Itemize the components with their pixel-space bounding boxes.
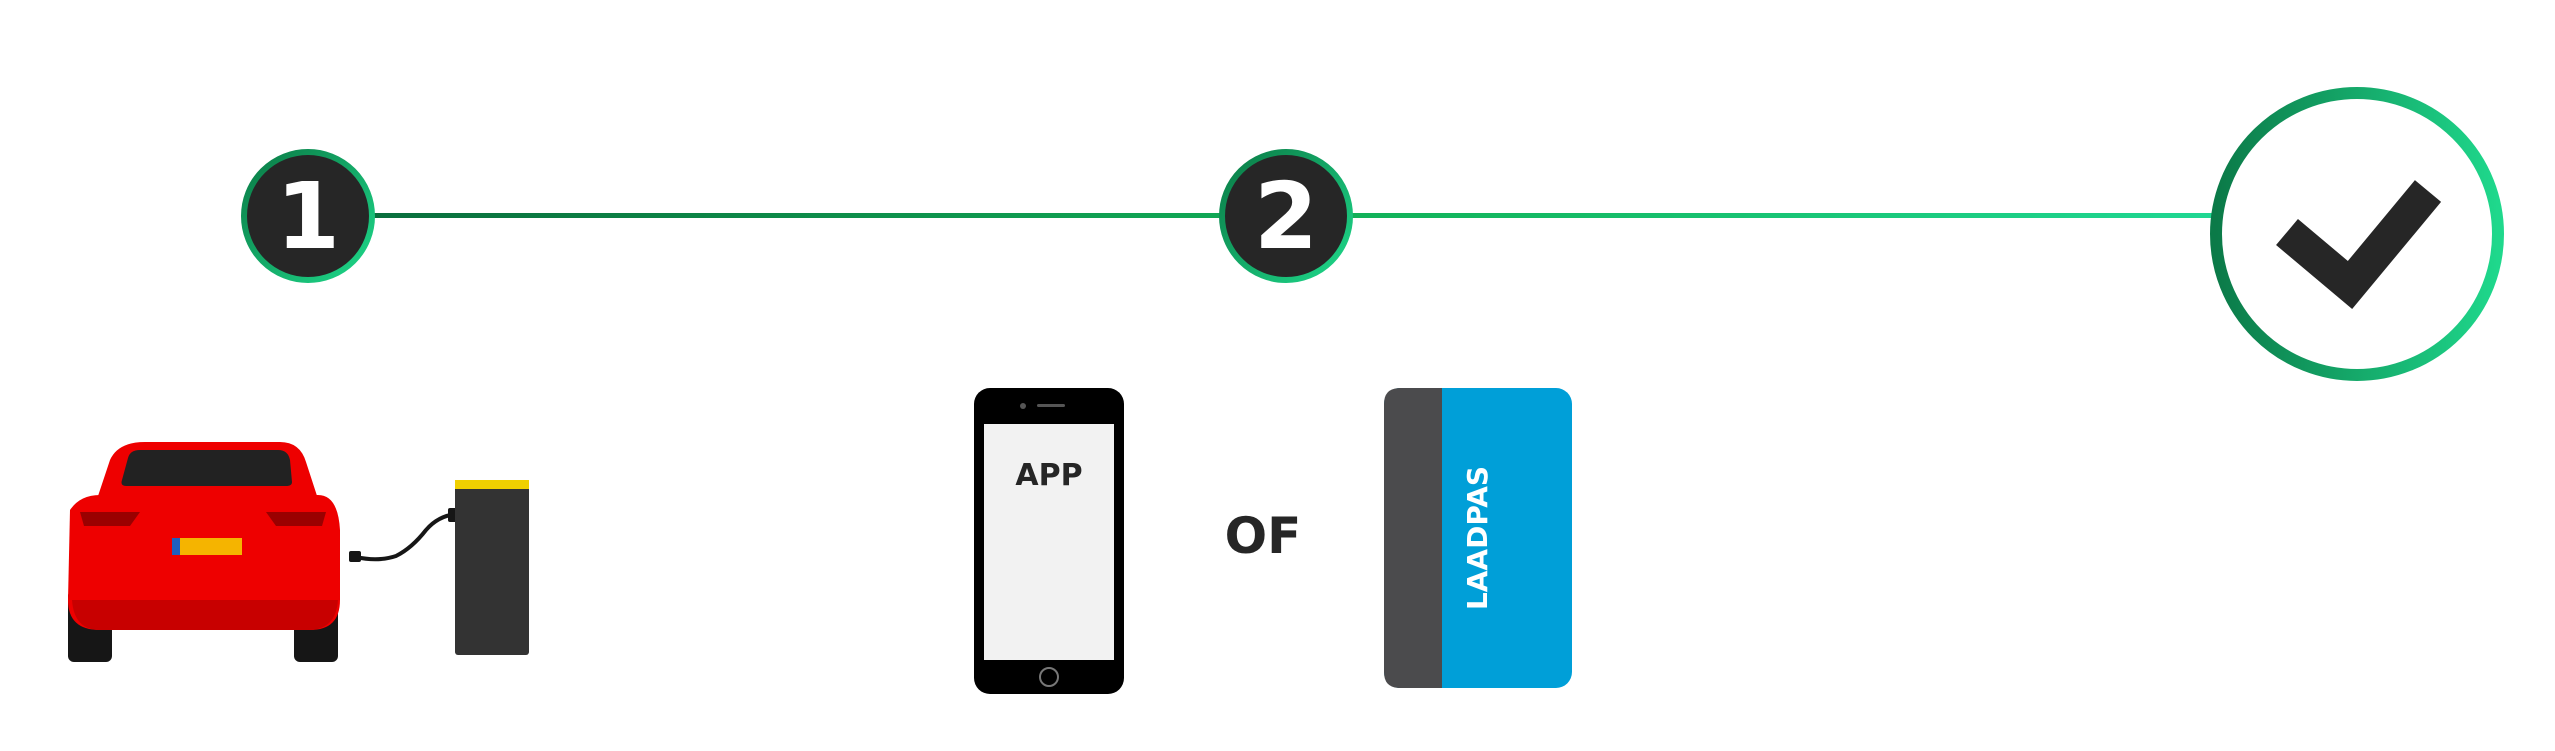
step-1-number: 1 xyxy=(276,163,340,270)
app-label: APP xyxy=(1015,458,1082,493)
laadpas-label: LAADPAS xyxy=(1461,466,1494,610)
step-done-marker xyxy=(2210,87,2504,381)
car-icon xyxy=(68,442,340,662)
or-label: OF xyxy=(1225,507,1302,565)
charging-station-icon xyxy=(455,480,529,655)
charging-cable xyxy=(355,512,457,562)
charging-card-icon: LAADPAS xyxy=(1384,388,1572,688)
step-2-number: 2 xyxy=(1254,163,1318,270)
step-1-marker: 1 xyxy=(241,149,375,283)
step-2-marker: 2 xyxy=(1219,149,1353,283)
checkmark-icon xyxy=(2276,180,2442,310)
smartphone-icon: APP xyxy=(974,388,1124,694)
